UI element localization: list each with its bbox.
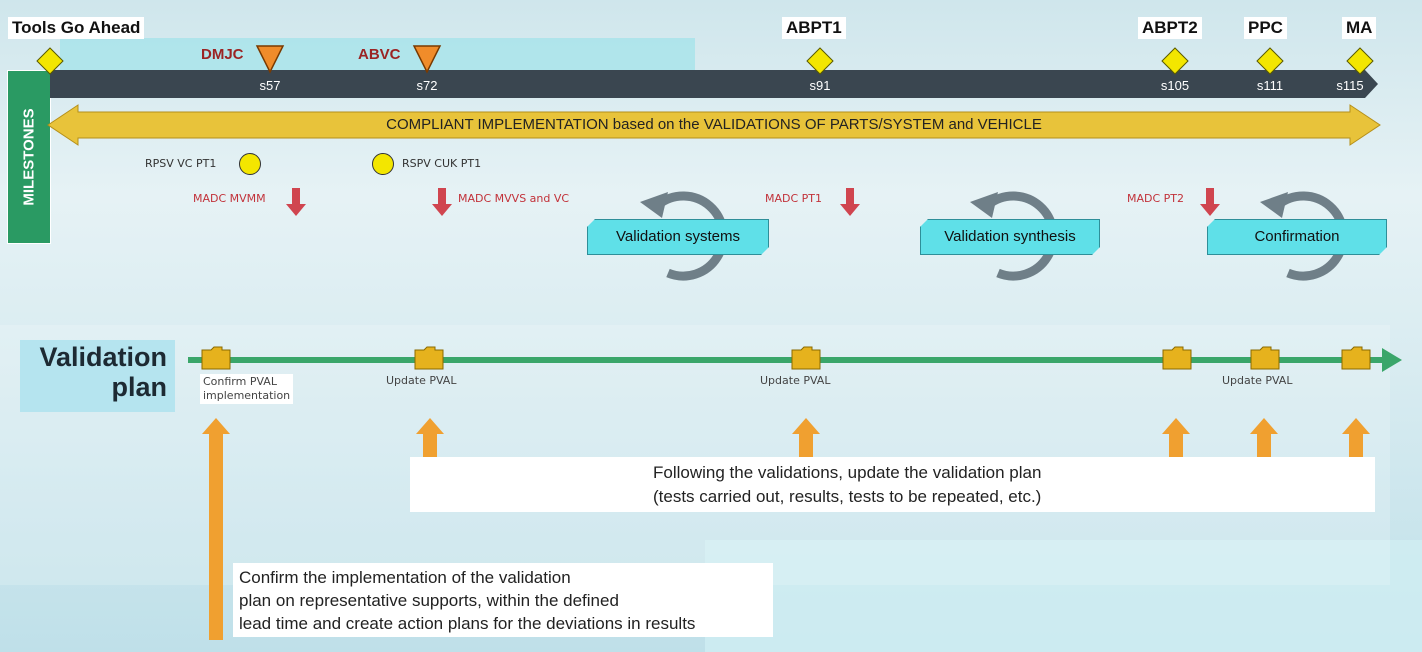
note-line: lead time and create action plans for th… xyxy=(239,614,696,633)
plan-line-arrowhead xyxy=(1382,348,1402,372)
folder-icon xyxy=(791,346,821,370)
banner-text: COMPLIANT IMPLEMENTATION based on the VA… xyxy=(386,116,1042,133)
pval-step-label: Update PVAL xyxy=(760,374,831,387)
update-plan-note: Following the validations, update the va… xyxy=(410,457,1375,512)
bg-panel xyxy=(705,540,1422,652)
banner-double-arrow xyxy=(47,104,1381,146)
note-line: Following the validations, update the va… xyxy=(653,463,1042,482)
milestone-label-tools-go-ahead: Tools Go Ahead xyxy=(8,17,145,39)
week-tick: s105 xyxy=(1160,78,1190,93)
warning-triangle-icon xyxy=(255,45,285,74)
rpsv-label: RPSV VC PT1 xyxy=(145,157,217,170)
timeline-bar xyxy=(50,70,1378,98)
down-arrow-icon xyxy=(432,188,452,216)
phase-box-validation-synthesis: Validation synthesis xyxy=(920,219,1100,255)
milestone-label-ppc: PPC xyxy=(1244,17,1287,39)
banner-arrow-graphic xyxy=(47,104,1381,146)
plan-line xyxy=(188,357,1384,363)
validation-plan-title-line2: plan xyxy=(111,372,167,402)
week-tick: s111 xyxy=(1256,78,1284,93)
phase-box-validation-systems: Validation systems xyxy=(587,219,769,255)
phase-box-confirmation: Confirmation xyxy=(1207,219,1387,255)
folder-icon xyxy=(1162,346,1192,370)
validation-plan-title-box: Validation plan xyxy=(20,340,175,412)
milestone-diamond-icon xyxy=(1161,47,1189,75)
milestone-diamond-icon xyxy=(1346,47,1374,75)
pval-step-label: Update PVAL xyxy=(1222,374,1293,387)
timeline-bar-graphic xyxy=(50,70,1378,98)
rpsv-circle-icon xyxy=(239,153,261,175)
confirm-implementation-note: Confirm the implementation of the valida… xyxy=(233,563,773,637)
up-arrow-icon xyxy=(1250,418,1278,464)
up-arrow-icon xyxy=(792,418,820,464)
rpsv-circle-icon xyxy=(372,153,394,175)
up-arrow-icon xyxy=(1162,418,1190,464)
down-arrow-icon xyxy=(286,188,306,216)
milestone-label-ma: MA xyxy=(1342,17,1377,39)
warning-triangle-icon xyxy=(412,45,442,74)
up-arrow-icon xyxy=(416,418,444,464)
folder-icon xyxy=(414,346,444,370)
note-line: Confirm the implementation of the valida… xyxy=(239,568,571,587)
milestone-diamond-icon xyxy=(806,47,834,75)
week-tick: s72 xyxy=(416,78,438,93)
up-arrow-icon xyxy=(202,418,230,640)
madc-label: MADC MVVS and VC xyxy=(458,192,570,205)
milestone-markers xyxy=(36,45,1374,75)
week-tick: s115 xyxy=(1336,78,1364,93)
note-line: plan on representative supports, within … xyxy=(239,591,619,610)
madc-label: MADC PT1 xyxy=(765,192,823,205)
folder-icon xyxy=(201,346,231,370)
pval-step-line: implementation xyxy=(203,389,291,402)
bg-panel xyxy=(0,325,1390,585)
madc-label: MADC PT2 xyxy=(1127,192,1185,205)
week-tick: s57 xyxy=(259,78,281,93)
folder-icon xyxy=(1341,346,1371,370)
plan-line-graphic xyxy=(188,346,1402,372)
down-arrow-icon xyxy=(840,188,860,216)
validation-plan-title-line1: Validation xyxy=(39,342,167,372)
milestone-diamond-icon xyxy=(36,47,64,75)
up-arrow-icon xyxy=(1342,418,1370,464)
milestone-label-abvc: ABVC xyxy=(358,46,401,63)
folder-icon xyxy=(1250,346,1280,370)
pval-step-label: Confirm PVAL implementation xyxy=(200,374,294,404)
pval-step-line: Confirm PVAL xyxy=(203,375,277,388)
madc-label: MADC MVMM xyxy=(193,192,266,205)
week-tick: s91 xyxy=(809,78,831,93)
milestone-label-dmjc: DMJC xyxy=(201,46,244,63)
milestones-tag: MILESTONES xyxy=(7,70,51,244)
note-line: (tests carried out, results, tests to be… xyxy=(653,487,1042,506)
pval-step-label: Update PVAL xyxy=(386,374,457,387)
milestone-label-abpt1: ABPT1 xyxy=(782,17,846,39)
rpsv-label: RSPV CUK PT1 xyxy=(402,157,482,170)
milestone-label-abpt2: ABPT2 xyxy=(1138,17,1202,39)
down-arrow-icon xyxy=(1200,188,1220,216)
milestone-diamond-icon xyxy=(1256,47,1284,75)
madc-arrows xyxy=(286,188,1220,216)
